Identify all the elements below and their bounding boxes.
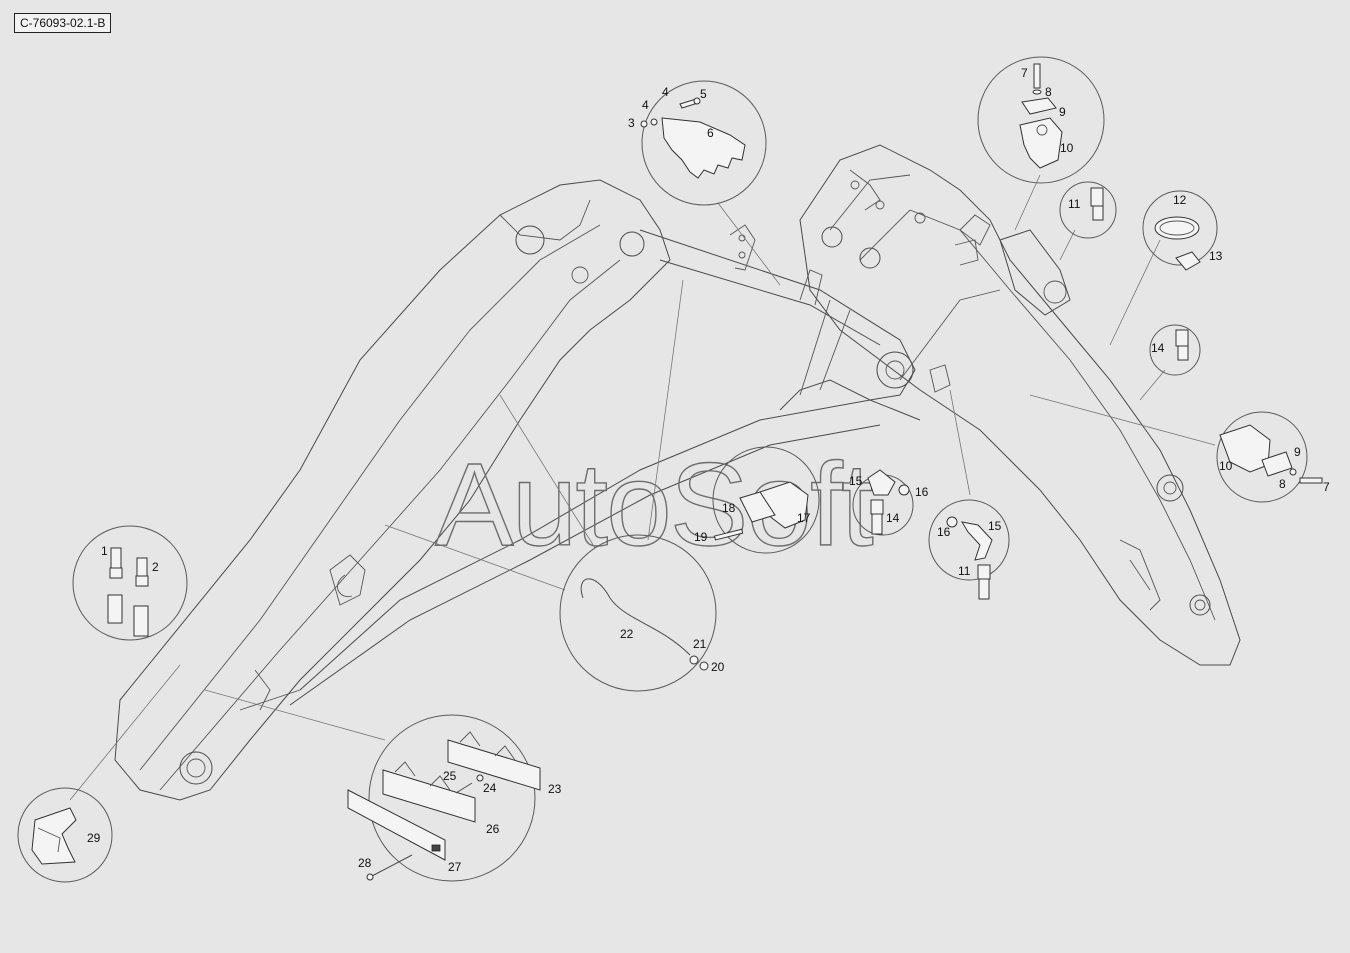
callout-11a: 11: [1068, 197, 1081, 211]
callout-25: 25: [443, 769, 457, 783]
callout-23: 23: [548, 782, 562, 796]
callout-9b: 9: [1294, 445, 1301, 459]
pipe-part-22: [580, 578, 709, 671]
callout-13: 13: [1209, 249, 1223, 263]
callout-7a: 7: [1021, 66, 1028, 80]
hose-clamp-12: [1154, 216, 1201, 271]
callout-7b: 7: [1323, 480, 1330, 494]
callout-26: 26: [486, 822, 500, 836]
cross-arm: [639, 224, 916, 411]
callout-29: 29: [87, 831, 101, 845]
callout-12: 12: [1173, 193, 1187, 207]
elbow-fitting-center: [867, 469, 910, 535]
elbow-fitting-right: [946, 516, 993, 600]
callout-17: 17: [797, 511, 811, 525]
callout-27: 27: [448, 860, 462, 874]
bracket-part-6: [640, 97, 746, 179]
fitting-part-1: [107, 547, 123, 624]
bracket-part-17: [713, 481, 809, 541]
clamp-assembly-top: [1019, 63, 1063, 169]
callout-15b: 15: [988, 519, 1002, 533]
reference-code-label: C-76093-02.1-B: [14, 13, 112, 33]
fitting-part-14: [1175, 329, 1189, 361]
callout-4a: 4: [642, 98, 649, 112]
clamp-plate-27: [347, 789, 446, 861]
callout-3: 3: [628, 116, 635, 130]
clamp-block-23: [447, 731, 541, 791]
clamp-assembly-right: [1219, 424, 1323, 484]
callout-14b: 14: [886, 511, 900, 525]
callout-5: 5: [700, 87, 707, 101]
callout-16b: 16: [937, 525, 951, 539]
callout-labels: 1 2 3 4 4 5 6 7 8 9 10 11 12 13 14 10 9 …: [87, 66, 1330, 874]
bolt-part-25: [455, 774, 484, 794]
detail-circles: [17, 56, 1308, 883]
callout-16a: 16: [915, 485, 929, 499]
callout-19: 19: [694, 530, 708, 544]
callout-11b: 11: [958, 564, 971, 578]
callout-4b: 4: [662, 85, 669, 99]
fitting-part-11: [1090, 187, 1104, 221]
callout-20: 20: [711, 660, 725, 674]
leader-lines: [69, 174, 1216, 801]
callout-8a: 8: [1045, 85, 1052, 99]
callout-9a: 9: [1059, 105, 1066, 119]
callout-18: 18: [722, 501, 736, 515]
callout-10a: 10: [1060, 141, 1074, 155]
callout-14a: 14: [1151, 341, 1165, 355]
fitting-part-2: [133, 557, 149, 637]
callout-1: 1: [101, 544, 108, 558]
callout-2: 2: [152, 560, 159, 574]
pad-part-29: [31, 807, 77, 865]
callout-24: 24: [483, 781, 497, 795]
main-boom: [114, 179, 921, 801]
dipper-arm: [799, 144, 1241, 666]
callout-15a: 15: [849, 474, 863, 488]
callout-10b: 10: [1219, 459, 1233, 473]
callout-28: 28: [358, 856, 372, 870]
callout-22: 22: [620, 627, 634, 641]
callout-21: 21: [693, 637, 707, 651]
callout-6: 6: [707, 126, 714, 140]
clamp-block-26: [382, 761, 476, 823]
bolt-part-28: [366, 854, 413, 881]
callout-8b: 8: [1279, 477, 1286, 491]
